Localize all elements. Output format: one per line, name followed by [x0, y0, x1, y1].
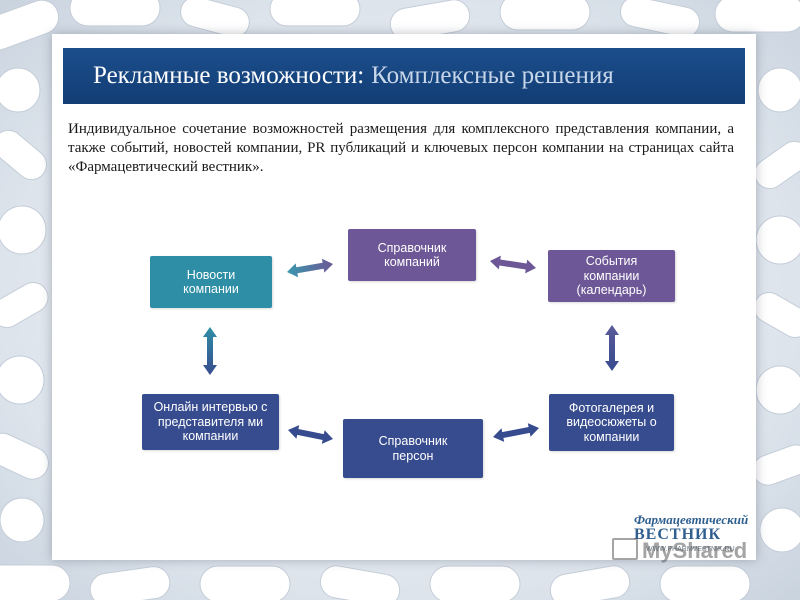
watermark: MyShared — [612, 538, 747, 564]
node-directory-persons: Справочник персон — [343, 419, 483, 478]
node-news: Новости компании — [150, 256, 272, 308]
logo-url: WWW.PHARMVESTNIK.RU — [646, 546, 735, 553]
arrow-directory_persons-interviews — [288, 425, 333, 444]
logo-line-1: Фармацевтический — [634, 512, 749, 527]
node-directory-persons-label: Справочник персон — [378, 434, 448, 463]
node-gallery: Фотогалерея и видеосюжеты о компании — [549, 394, 674, 451]
intro-paragraph: Индивидуальное сочетание возможностей ра… — [68, 121, 734, 175]
arrow-events-gallery — [605, 325, 619, 371]
arrow-directory_companies-events — [490, 255, 536, 274]
node-news-label: Новости компании — [183, 267, 239, 297]
node-gallery-label: Фотогалерея и видеосюжеты о компании — [566, 400, 657, 444]
watermark-text: MyShared — [642, 538, 748, 563]
node-interviews: Онлайн интервью с представителя ми компа… — [142, 394, 279, 450]
node-events: События компании (календарь) — [548, 250, 675, 302]
logo-line-2: ВЕСТНИК — [634, 526, 722, 543]
node-directory-companies: Справочник компаний — [348, 229, 476, 281]
arrow-gallery-directory_persons — [493, 423, 539, 442]
node-interviews-label: Онлайн интервью с представителя ми компа… — [153, 400, 268, 444]
slide-title-bar: Рекламные возможности: Комплексные решен… — [63, 48, 745, 104]
arrow-news-directory_companies — [287, 258, 333, 278]
node-events-label: События компании (календарь) — [576, 254, 647, 298]
arrow-interviews-news — [203, 327, 217, 375]
node-directory-companies-label: Справочник компаний — [377, 240, 447, 270]
presentation-icon — [612, 538, 638, 560]
publisher-logo: Фармацевтический ВЕСТНИК WWW.PHARMVESTNI… — [620, 508, 760, 568]
slide-title: Рекламные возможности: — [93, 62, 365, 89]
slide-subtitle: Комплексные решения — [371, 62, 614, 89]
